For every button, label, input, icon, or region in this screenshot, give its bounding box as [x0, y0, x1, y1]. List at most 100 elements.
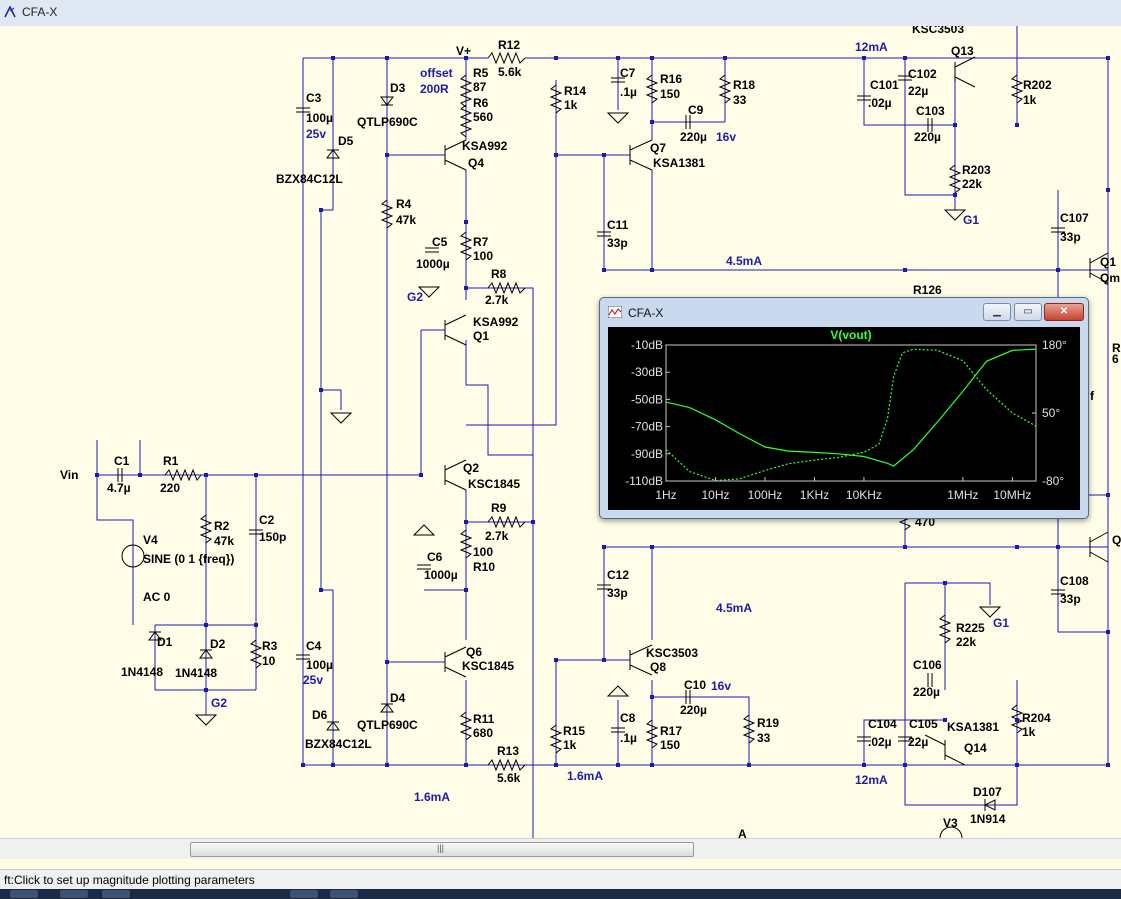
y-right-tick-label: -80° [1042, 474, 1064, 488]
label-q7: Q7 [650, 141, 666, 155]
horizontal-scrollbar[interactable]: ||| [0, 838, 1121, 859]
label-bzx84c12l-bottom: BZX84C12L [305, 737, 372, 751]
label-q6: Q6 [466, 645, 482, 659]
label-r225: R225 [956, 621, 985, 635]
label-r14: R14 [564, 84, 586, 98]
taskbar-item[interactable] [10, 890, 38, 898]
label-q1-part: KSA992 [473, 315, 519, 329]
y-left-tick-label: -70dB [631, 420, 663, 434]
maximize-button[interactable]: ▭ [1014, 303, 1042, 321]
label-q6-part: KSC1845 [462, 659, 514, 673]
waveform-icon [608, 306, 622, 318]
label-r202-value: 1k [1023, 93, 1037, 107]
label-q13: Q13 [951, 44, 974, 58]
label-g2-bottom: G2 [211, 696, 227, 710]
app-title-bar: CFA-X [0, 0, 1121, 27]
label-c6-value: 1000µ [424, 568, 458, 582]
label-c10: C10 [684, 678, 706, 692]
label-r16-value: 150 [660, 87, 680, 101]
label-r9: R9 [491, 501, 507, 515]
label-current-4-5ma-bottom: 4.5mA [716, 601, 752, 615]
label-r16: R16 [660, 72, 682, 86]
label-c12-value: 33p [607, 586, 628, 600]
label-r15: R15 [563, 724, 585, 738]
status-bar: ft:Click to set up magnitude plotting pa… [0, 869, 1121, 890]
taskbar-item[interactable] [60, 890, 88, 898]
scrollbar-thumb[interactable]: ||| [190, 842, 694, 857]
label-c108: C108 [1060, 574, 1089, 588]
label-r19: R19 [757, 716, 779, 730]
close-button[interactable]: ✕ [1044, 303, 1084, 321]
label-c2-value: 150p [259, 530, 286, 544]
label-c1: C1 [114, 454, 130, 468]
label-vplus: V+ [456, 44, 471, 58]
label-r6-value: 560 [473, 110, 493, 124]
label-d2-part: 1N4148 [175, 666, 217, 680]
label-c7-value: .1µ [620, 85, 637, 99]
label-r5: R5 [473, 66, 489, 80]
taskbar-item[interactable] [290, 890, 318, 898]
label-c10-volt: 16v [711, 679, 731, 693]
x-tick-label: 1KHz [800, 488, 829, 502]
taskbar-item[interactable] [330, 890, 358, 898]
label-c5-value: 1000µ [416, 257, 450, 271]
label-q2: Q2 [463, 461, 479, 475]
x-tick-label: 10MHz [993, 488, 1031, 502]
label-r10: R10 [473, 560, 495, 574]
label-r126: R126 [913, 283, 942, 297]
label-c7: C7 [620, 66, 636, 80]
y-left-tick-label: -110dB [625, 474, 663, 488]
trace-label: V(vout) [830, 328, 871, 342]
label-r18-value: 33 [733, 93, 747, 107]
label-ksa1381-bottom: KSA1381 [947, 720, 999, 734]
label-r2: R2 [214, 519, 230, 533]
label-r3-value: 10 [262, 654, 276, 668]
label-c6: C6 [427, 550, 443, 564]
label-c102-value: 22µ [908, 84, 928, 98]
label-c103: C103 [916, 104, 945, 118]
label-r202: R202 [1023, 78, 1052, 92]
label-c101: C101 [870, 78, 899, 92]
label-d1-part: 1N4148 [121, 665, 163, 679]
label-c11: C11 [607, 218, 629, 232]
label-ac0: AC 0 [143, 590, 171, 604]
label-c8: C8 [620, 711, 636, 725]
label-r10-value: 100 [473, 545, 493, 559]
label-c3-volt: 25v [306, 127, 326, 141]
label-c101-value: .02µ [868, 96, 892, 110]
app-title: CFA-X [22, 5, 58, 19]
label-g1-top: G1 [963, 213, 979, 227]
label-q-right: Q [1112, 533, 1121, 547]
label-c4-value: 100µ [306, 658, 333, 672]
label-r13-value: 5.6k [497, 771, 521, 785]
label-q1: Q1 [473, 329, 489, 343]
taskbar-item[interactable] [102, 890, 130, 898]
label-c105-value: 22µ [908, 735, 928, 749]
label-c3-value: 100µ [306, 111, 333, 125]
ltspice-icon [4, 6, 16, 18]
label-d6: D6 [312, 708, 328, 722]
plot-window-title: CFA-X [628, 306, 664, 320]
label-current-1-6ma-left: 1.6mA [414, 790, 450, 804]
label-c9-volt: 16v [716, 130, 736, 144]
label-r7-value: 100 [473, 249, 493, 263]
label-vin: Vin [60, 468, 78, 482]
label-c106-value: 220µ [913, 685, 940, 699]
label-g2-top: G2 [407, 290, 423, 304]
label-c108-value: 33p [1060, 592, 1081, 606]
label-r12-value: 5.6k [498, 65, 522, 79]
label-r8: R8 [491, 267, 507, 281]
label-r1-value: 220 [160, 481, 180, 495]
label-c1-value: 4.7µ [107, 481, 131, 495]
label-d4: D4 [390, 691, 406, 705]
label-current-1-6ma-right: 1.6mA [567, 769, 603, 783]
label-c102: C102 [908, 67, 937, 81]
label-c104-value: .02µ [868, 735, 892, 749]
label-r2-value: 47k [214, 534, 234, 548]
minimize-button[interactable]: ▁ [983, 303, 1011, 321]
label-r11-value: 680 [473, 726, 493, 740]
label-current-12ma-top: 12mA [855, 40, 888, 54]
